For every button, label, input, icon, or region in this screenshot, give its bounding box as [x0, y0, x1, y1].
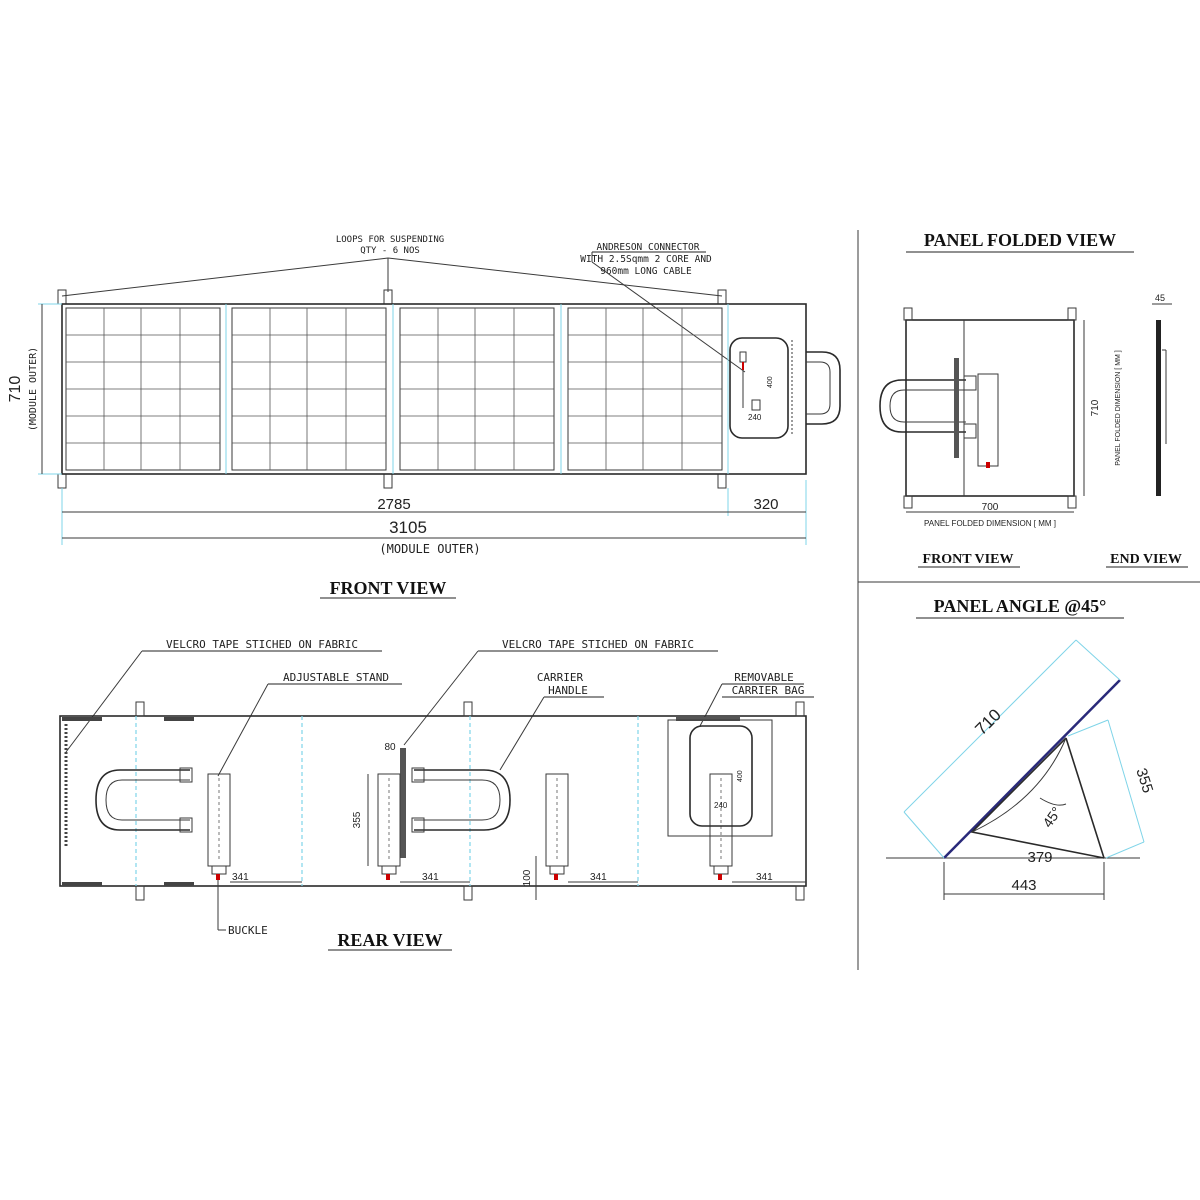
handle-note-line2: HANDLE [548, 684, 588, 697]
solar-panel-4 [567, 307, 723, 471]
bag-dim-h: 400 [737, 770, 744, 782]
dim-100: 100 [522, 869, 533, 886]
folded-dim-710: 710 [1090, 399, 1101, 416]
bag-note-line2: CARRIER BAG [732, 684, 805, 697]
folded-front-label: FRONT VIEW [923, 552, 1014, 567]
carrier-handle-right [411, 767, 511, 833]
dim-341-a: 341 [232, 872, 249, 883]
pocket-dim-w: 240 [748, 413, 762, 422]
angle-dim-355: 355 [1132, 766, 1156, 795]
dim-80: 80 [384, 742, 396, 753]
adjustable-stand-1 [207, 773, 231, 880]
loop-tab [795, 885, 805, 901]
folded-stand [977, 373, 999, 467]
angle-dim-45: 45° [1039, 804, 1064, 831]
loop-tab [57, 473, 67, 489]
folded-dim-label-h: PANEL FOLDED DIMENSION [ MM ] [924, 519, 1056, 528]
velcro-note-1: VELCRO TAPE STICHED ON FABRIC [166, 638, 358, 651]
panel-folded-view: PANEL FOLDED VIEW 710 PANEL FOLDED DIMEN… [879, 230, 1188, 568]
folded-panel-front [905, 319, 1075, 497]
panel-angle-title: PANEL ANGLE @45° [934, 596, 1107, 616]
adjustable-stand-3 [545, 773, 569, 880]
pocket-dim-h: 400 [767, 376, 774, 388]
loop-tab [383, 289, 393, 305]
loops-note-line2: QTY - 6 NOS [360, 246, 420, 256]
loop-tab [717, 289, 727, 305]
loop-tab [135, 701, 145, 717]
velcro-vertical-strip [400, 748, 406, 858]
bag-dim-w: 240 [714, 801, 728, 810]
width-total-sub: (MODULE OUTER) [379, 542, 480, 556]
module-outline [61, 303, 807, 475]
height-dim-sub: (MODULE OUTER) [28, 347, 39, 431]
solar-panel-2 [231, 307, 387, 471]
end-view-panel [1156, 320, 1161, 496]
folded-dim-700: 700 [982, 502, 999, 513]
stand-note: ADJUSTABLE STAND [283, 671, 389, 684]
stand-triangle [970, 737, 1105, 859]
loop-tab [795, 701, 805, 717]
connector-pocket: 400 240 [729, 337, 841, 439]
folded-handle [879, 379, 966, 433]
connector-note-line1: ANDRESON CONNECTOR [597, 242, 700, 253]
folded-dim-label-v: PANEL FOLDED DIMENSION [ MM ] [1115, 350, 1122, 466]
rear-view: VELCRO TAPE STICHED ON FABRIC ADJUSTABLE… [59, 638, 814, 951]
velcro-strip [62, 717, 102, 721]
rear-outline [59, 715, 807, 887]
connector-note-line3: 960mm LONG CABLE [600, 266, 692, 277]
adjustable-stand-2 [377, 773, 401, 880]
connector-icon [751, 399, 761, 411]
front-view-title: FRONT VIEW [330, 578, 447, 598]
angle-dim-710: 710 [971, 705, 1004, 738]
loop-tab [463, 701, 473, 717]
rear-view-title: REAR VIEW [337, 930, 442, 950]
adjustable-stand-4 [709, 773, 733, 880]
loops-note-line1: LOOPS FOR SUSPENDING [336, 235, 444, 245]
carrier-handle-left [95, 767, 193, 833]
panel-angle-view: PANEL ANGLE @45° 710 355 45° 379 443 [886, 596, 1156, 900]
connector-note-line2: WITH 2.5Sqmm 2 CORE AND [580, 254, 712, 265]
angle-dim-443: 443 [1011, 877, 1036, 894]
velcro-note-2: VELCRO TAPE STICHED ON FABRIC [502, 638, 694, 651]
solar-panel-1 [65, 307, 221, 471]
loop-tab [57, 289, 67, 305]
dim-341-d: 341 [756, 872, 773, 883]
dim-355: 355 [352, 811, 363, 828]
buckle-note: BUCKLE [228, 924, 268, 937]
dim-341-c: 341 [590, 872, 607, 883]
loop-tab [135, 885, 145, 901]
velcro-strip [62, 882, 102, 886]
width-panels-dim: 2785 [377, 496, 410, 513]
handle-note-line1: CARRIER [537, 671, 584, 684]
bag-note-line1: REMOVABLE [734, 671, 794, 684]
panel-folded-title: PANEL FOLDED VIEW [924, 230, 1116, 250]
carrier-bag: 400 240 [667, 719, 773, 837]
width-pocket-dim: 320 [753, 496, 778, 513]
width-total-dim: 3105 [389, 518, 427, 537]
height-dim: 710 [7, 376, 24, 403]
handle [806, 351, 841, 425]
dim-341-b: 341 [422, 872, 439, 883]
folded-end-label: END VIEW [1110, 552, 1182, 567]
front-view: LOOPS FOR SUSPENDING QTY - 6 NOS ANDRESO… [7, 235, 841, 599]
loop-tab [383, 473, 393, 489]
folded-dim-45: 45 [1155, 293, 1165, 303]
loop-tab [463, 885, 473, 901]
solar-panel-3 [399, 307, 555, 471]
angle-dim-379: 379 [1027, 849, 1052, 866]
loop-tab [717, 473, 727, 489]
angled-panel [943, 679, 1121, 859]
section-dividers [857, 230, 1200, 970]
